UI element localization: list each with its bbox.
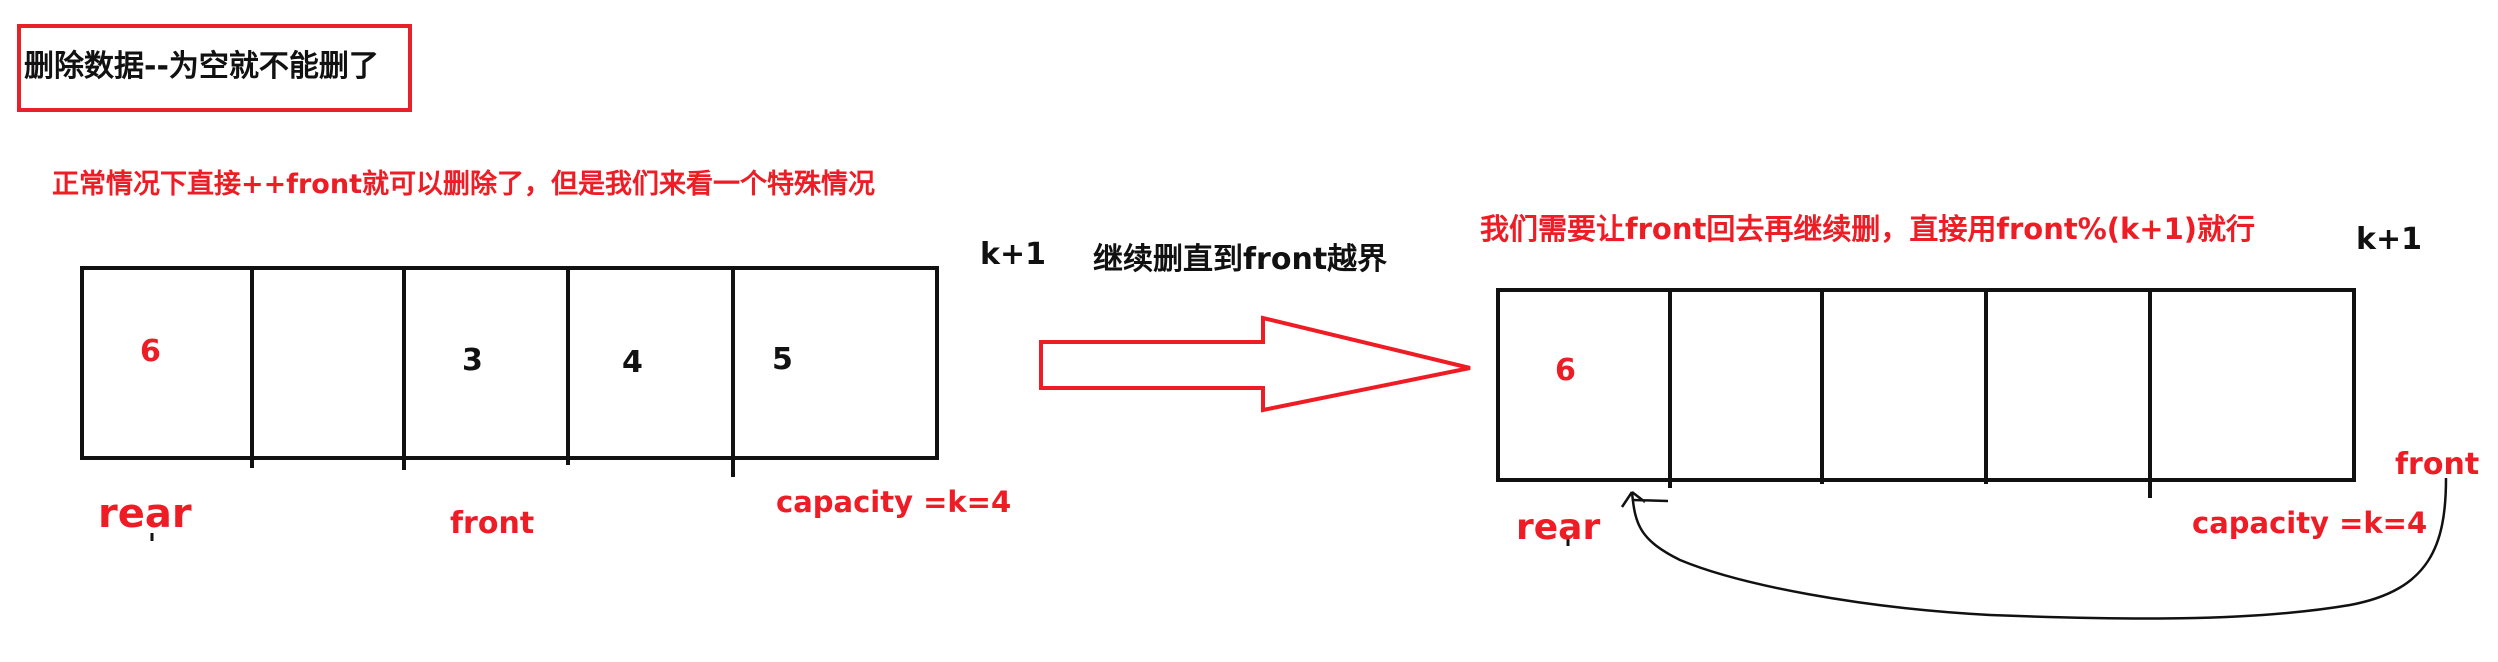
- right-rear-label: rear: [1516, 507, 1601, 548]
- left-cell-value: 5: [772, 342, 793, 377]
- right-front-label: front: [2395, 447, 2480, 482]
- left-cell-value: 6: [140, 334, 161, 369]
- right-k-label: k+1: [2356, 222, 2422, 257]
- left-k-label: k+1: [980, 237, 1046, 272]
- wrap-arrow-head: [1620, 491, 1669, 508]
- wrap-around-arrow: [1630, 477, 2448, 620]
- left-rear-label: rear: [98, 491, 192, 537]
- transition-arrow: [1039, 315, 1471, 413]
- arrow-label: 继续删直到front越界: [1093, 242, 1388, 277]
- right-cell-value: 6: [1555, 353, 1576, 388]
- left-cell-value: 4: [622, 345, 643, 380]
- left-note: 正常情况下直接++front就可以删除了，但是我们来看一个特殊情况: [52, 169, 875, 200]
- right-note: 我们需要让front回去再继续删，直接用front%(k+1)就行: [1480, 212, 2256, 246]
- right-array-box: [1496, 288, 2356, 482]
- left-cell-value: 3: [462, 343, 483, 378]
- left-front-label: front: [450, 506, 535, 541]
- left-array-box: [80, 266, 939, 460]
- left-capacity-label: capacity =k=4: [776, 485, 1012, 519]
- right-capacity-label: capacity =k=4: [2192, 506, 2428, 540]
- page-title: 删除数据--为空就不能删了: [24, 49, 379, 84]
- title-box: [17, 24, 412, 112]
